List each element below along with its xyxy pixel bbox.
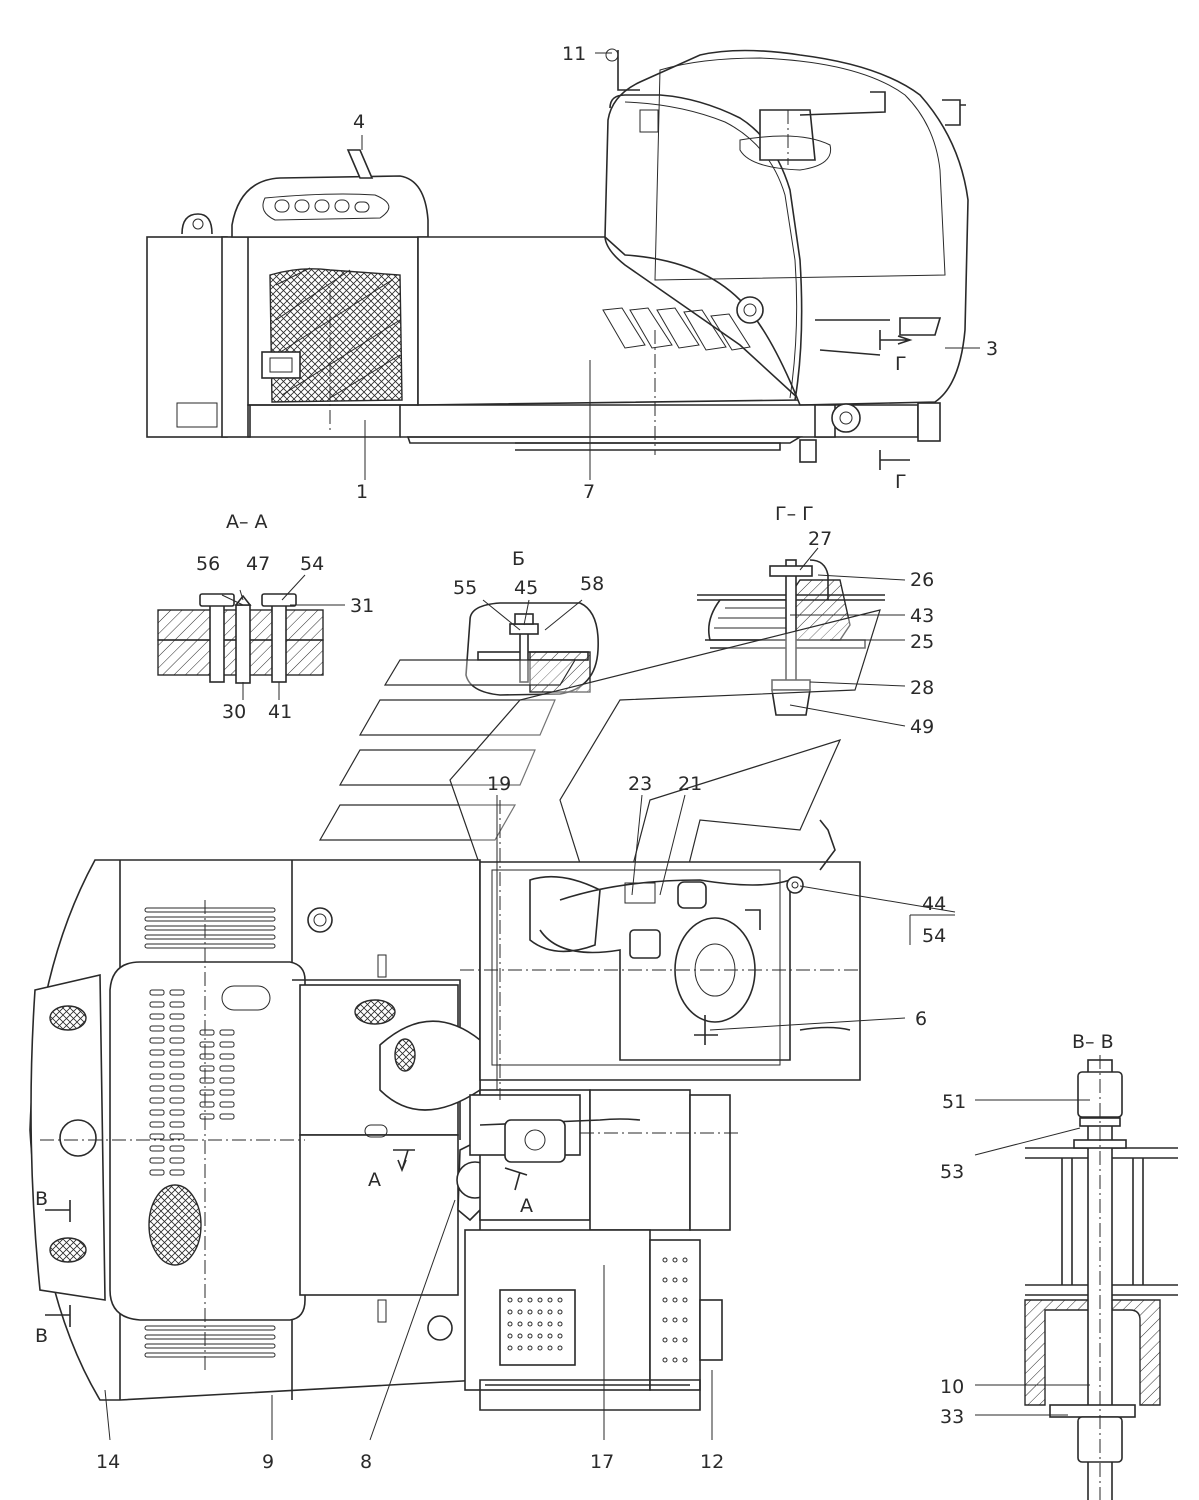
frame-pivot <box>831 403 861 433</box>
frame-end <box>917 402 941 442</box>
label-10: 10 <box>940 1376 964 1398</box>
label-43: 43 <box>910 605 934 627</box>
mark-g-upper: Г <box>895 353 907 375</box>
front-grille-slots <box>144 907 276 1358</box>
mark-v-lower: В <box>35 1325 48 1347</box>
step-plate <box>649 1239 701 1391</box>
label-30: 30 <box>222 701 246 723</box>
side-lamp <box>261 351 301 379</box>
label-7: 7 <box>583 481 595 503</box>
cab-door-window <box>654 57 946 281</box>
title-section-gg: Г– Г <box>775 503 814 525</box>
section-aa <box>157 593 324 684</box>
wiper <box>799 91 886 116</box>
mark-a-right: А <box>520 1195 533 1217</box>
rear-light <box>176 402 218 428</box>
callout-labels: 11 4 3 1 7 Г Г А– А 56 47 54 31 30 41 Б … <box>35 43 1114 1473</box>
label-51: 51 <box>942 1091 966 1113</box>
hood-slots <box>149 989 235 1176</box>
side-louvres <box>602 307 751 351</box>
label-1: 1 <box>356 481 368 503</box>
label-45: 45 <box>514 577 538 599</box>
label-23: 23 <box>628 773 652 795</box>
title-detail-b: Б <box>512 548 525 570</box>
section-gg <box>697 559 885 716</box>
label-56: 56 <box>196 553 220 575</box>
label-12: 12 <box>700 1451 724 1473</box>
counterweight-plate <box>221 236 251 438</box>
label-17: 17 <box>590 1451 614 1473</box>
label-49: 49 <box>910 716 934 738</box>
label-4: 4 <box>353 111 365 133</box>
side-grille-mesh <box>269 268 403 403</box>
label-31: 31 <box>350 595 374 617</box>
label-53: 53 <box>940 1161 964 1183</box>
mark-v-upper: В <box>35 1188 48 1210</box>
swivel-joint <box>504 1119 566 1163</box>
mark-g-lower: Г <box>895 471 907 493</box>
label-8: 8 <box>360 1451 372 1473</box>
title-section-vv: В– В <box>1072 1031 1114 1053</box>
top-view <box>29 800 861 1411</box>
callout-leaders <box>104 52 1090 1441</box>
label-3: 3 <box>986 338 998 360</box>
label-54b: 54 <box>922 925 946 947</box>
label-33: 33 <box>940 1406 964 1428</box>
engine-cover <box>231 175 429 238</box>
exhaust-pipe <box>346 149 374 179</box>
lift-eye <box>181 213 213 235</box>
label-14: 14 <box>96 1451 120 1473</box>
section-vv <box>1024 1055 1178 1500</box>
label-21: 21 <box>678 773 702 795</box>
label-9: 9 <box>262 1451 274 1473</box>
label-19: 19 <box>487 773 511 795</box>
label-58: 58 <box>580 573 604 595</box>
door-latch <box>736 296 764 324</box>
label-6: 6 <box>915 1008 927 1030</box>
battery-cover <box>299 1134 459 1296</box>
side-view <box>146 48 969 470</box>
label-27: 27 <box>808 528 832 550</box>
label-44: 44 <box>922 893 946 915</box>
mark-a-left: А <box>368 1169 381 1191</box>
label-26: 26 <box>910 569 934 591</box>
engine-hood-top <box>109 961 306 1321</box>
counterweight-rear <box>146 236 228 438</box>
boom-base <box>589 1089 691 1231</box>
label-11: 11 <box>562 43 586 65</box>
cab-handrail <box>609 94 803 401</box>
label-41: 41 <box>268 701 292 723</box>
label-28: 28 <box>910 677 934 699</box>
cab-3 <box>604 49 969 406</box>
label-54a: 54 <box>300 553 324 575</box>
tool-box-vent <box>499 1289 576 1366</box>
label-47: 47 <box>246 553 270 575</box>
title-section-aa: А– А <box>226 511 268 533</box>
antenna <box>617 50 640 91</box>
label-55: 55 <box>453 577 477 599</box>
label-25: 25 <box>910 631 934 653</box>
